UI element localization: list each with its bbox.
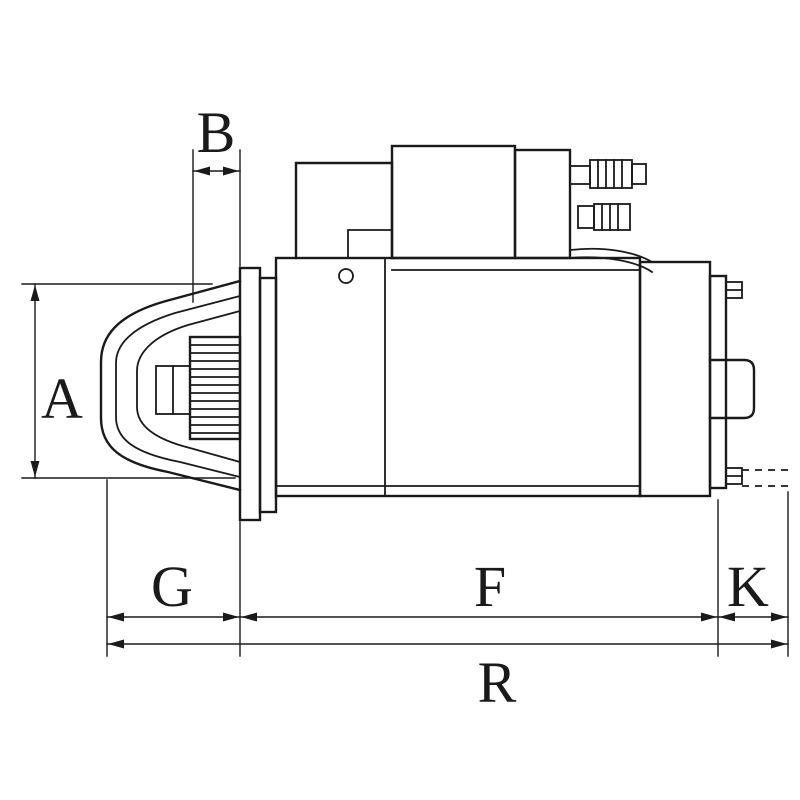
motor-body xyxy=(274,161,642,498)
end-cap xyxy=(638,260,790,498)
dimension-label-b: B xyxy=(197,100,236,165)
housing-hole xyxy=(338,268,354,284)
connector-strap xyxy=(569,247,654,274)
dimension-b: B xyxy=(192,100,241,303)
dimension-label-r: R xyxy=(478,650,517,715)
terminal-studs xyxy=(569,159,647,231)
pinion-gear xyxy=(188,335,242,441)
dimension-r: R xyxy=(106,639,789,715)
dimension-label-f: F xyxy=(474,554,506,619)
mounting-flange xyxy=(238,266,278,522)
dimension-label-g: G xyxy=(151,554,193,619)
drive-end-fork xyxy=(99,279,242,492)
solenoid xyxy=(390,144,572,260)
end-cap-boss xyxy=(708,358,756,420)
dimension-label-k: K xyxy=(727,554,769,619)
dimension-label-a: A xyxy=(41,366,83,431)
dimension-a: A xyxy=(21,283,236,479)
dimension-g-f-k: G F K xyxy=(106,554,789,622)
starter-motor-drawing xyxy=(99,144,790,522)
dimension-extension-lines xyxy=(106,479,789,657)
